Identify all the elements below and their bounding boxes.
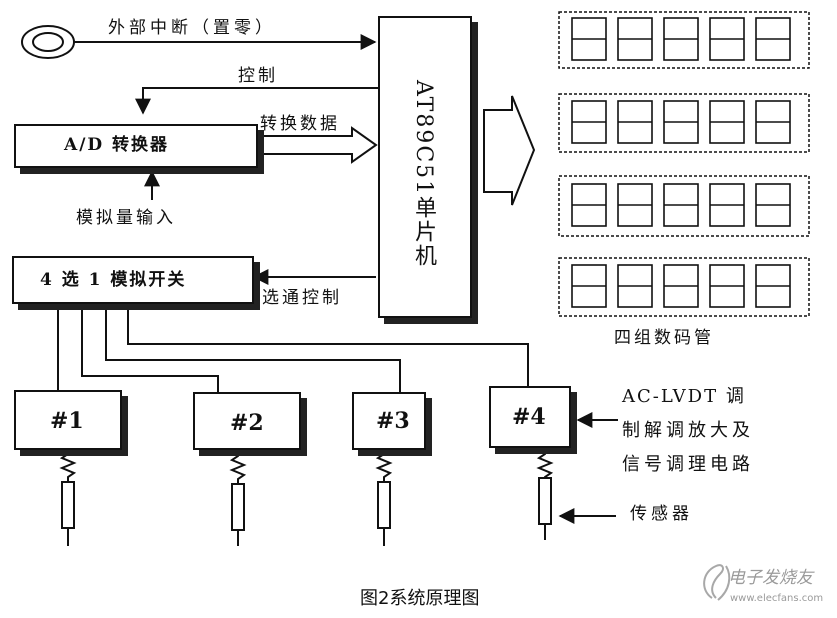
channel-label-2: #2 bbox=[230, 410, 264, 436]
strobe-label: 选通控制 bbox=[262, 288, 342, 308]
analog-input-label: 模拟量输入 bbox=[76, 208, 176, 228]
control-arrow bbox=[135, 87, 378, 115]
adc-label: A/D 转换器 bbox=[64, 135, 170, 155]
display-group-3 bbox=[558, 175, 810, 237]
mux-label: 4 选 1 模拟开关 bbox=[40, 270, 187, 290]
lvdt-line-2: 制解调放大及 bbox=[622, 420, 754, 441]
channel-label-3: #3 bbox=[376, 408, 410, 434]
adc-box bbox=[14, 124, 258, 168]
interrupt-label: 外部中断（置零） bbox=[108, 18, 276, 38]
convert-data-arrow bbox=[258, 126, 378, 164]
channel-box-4 bbox=[489, 386, 571, 448]
watermark-brand: 电子发烧友 bbox=[728, 568, 813, 588]
display-group-2 bbox=[558, 93, 810, 153]
channel-box-1 bbox=[14, 390, 122, 450]
channel-label-1: #1 bbox=[50, 408, 84, 434]
mux-box bbox=[12, 256, 254, 304]
control-label: 控制 bbox=[238, 66, 278, 86]
display-bus-arrow bbox=[483, 95, 536, 206]
sensor-springs bbox=[59, 448, 554, 483]
seven-segment-digits bbox=[571, 17, 791, 308]
figure-caption: 图2系统原理图 bbox=[360, 588, 480, 609]
interrupt-ring-icon bbox=[21, 25, 75, 59]
channel-box-2 bbox=[193, 392, 301, 450]
sensor-rods bbox=[61, 477, 552, 546]
display-group-1 bbox=[558, 11, 810, 69]
mcu-box bbox=[378, 16, 472, 318]
lvdt-line-3: 信号调理电路 bbox=[622, 454, 754, 475]
channel-label-4: #4 bbox=[512, 404, 546, 430]
lvdt-line-1: AC-LVDT 调 bbox=[622, 386, 746, 407]
channel-wires bbox=[57, 304, 529, 392]
mcu-label: AT89C51单片机 bbox=[411, 80, 436, 269]
convert-data-label: 转换数据 bbox=[260, 114, 340, 134]
watermark-logo-icon bbox=[703, 564, 731, 601]
channel-box-3 bbox=[352, 392, 426, 450]
watermark-url: www.elecfans.com bbox=[730, 593, 824, 604]
display-label: 四组数码管 bbox=[614, 328, 714, 348]
sensor-label: 传感器 bbox=[630, 504, 693, 524]
display-group-4 bbox=[558, 257, 810, 317]
